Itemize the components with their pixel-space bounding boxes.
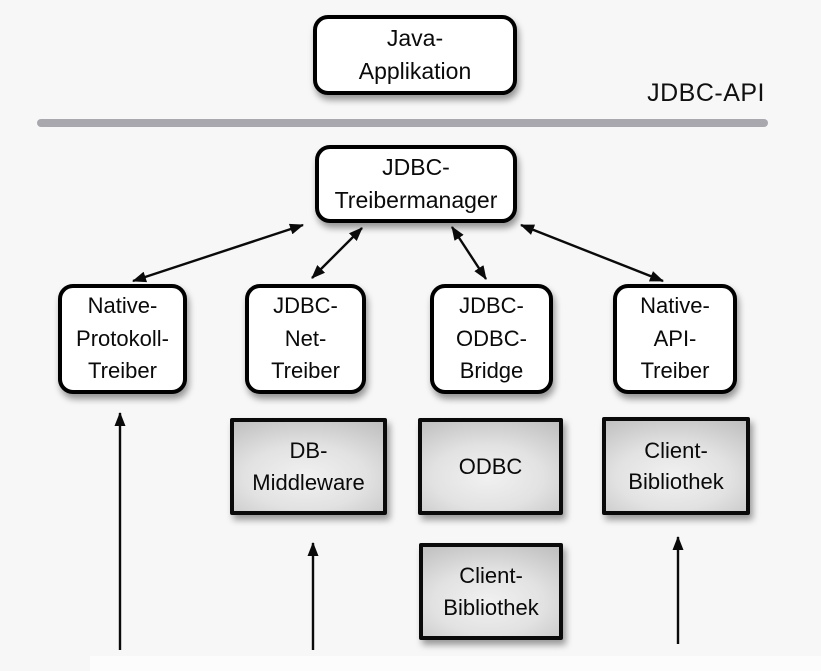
node-odbc: ODBC [418, 418, 563, 515]
bottom-edge-strip [90, 656, 821, 671]
jdbc-api-divider-line [37, 119, 768, 127]
node-java-applikation: Java- Applikation [313, 15, 517, 95]
node-jdbc-net-treiber: JDBC- Net- Treiber [245, 284, 366, 394]
jdbc-api-label: JDBC-API [647, 79, 765, 107]
node-jdbc-treibermanager: JDBC- Treibermanager [315, 145, 517, 223]
arrow-treibermanager-native-protokoll [132, 223, 304, 283]
node-native-protokoll-treiber: Native- Protokoll- Treiber [58, 284, 187, 394]
node-db-middleware: DB- Middleware [230, 418, 387, 515]
arrow-treibermanager-jdbc-net [311, 227, 363, 279]
node-jdbc-odbc-bridge: JDBC- ODBC- Bridge [430, 284, 553, 394]
node-client-bibliothek-native-api: Client- Bibliothek [602, 417, 750, 515]
arrow-treibermanager-jdbc-odbc [450, 226, 488, 280]
node-client-bibliothek-odbc: Client- Bibliothek [419, 543, 563, 640]
arrow-treibermanager-native-api [520, 223, 664, 283]
node-native-api-treiber: Native- API- Treiber [613, 284, 737, 394]
